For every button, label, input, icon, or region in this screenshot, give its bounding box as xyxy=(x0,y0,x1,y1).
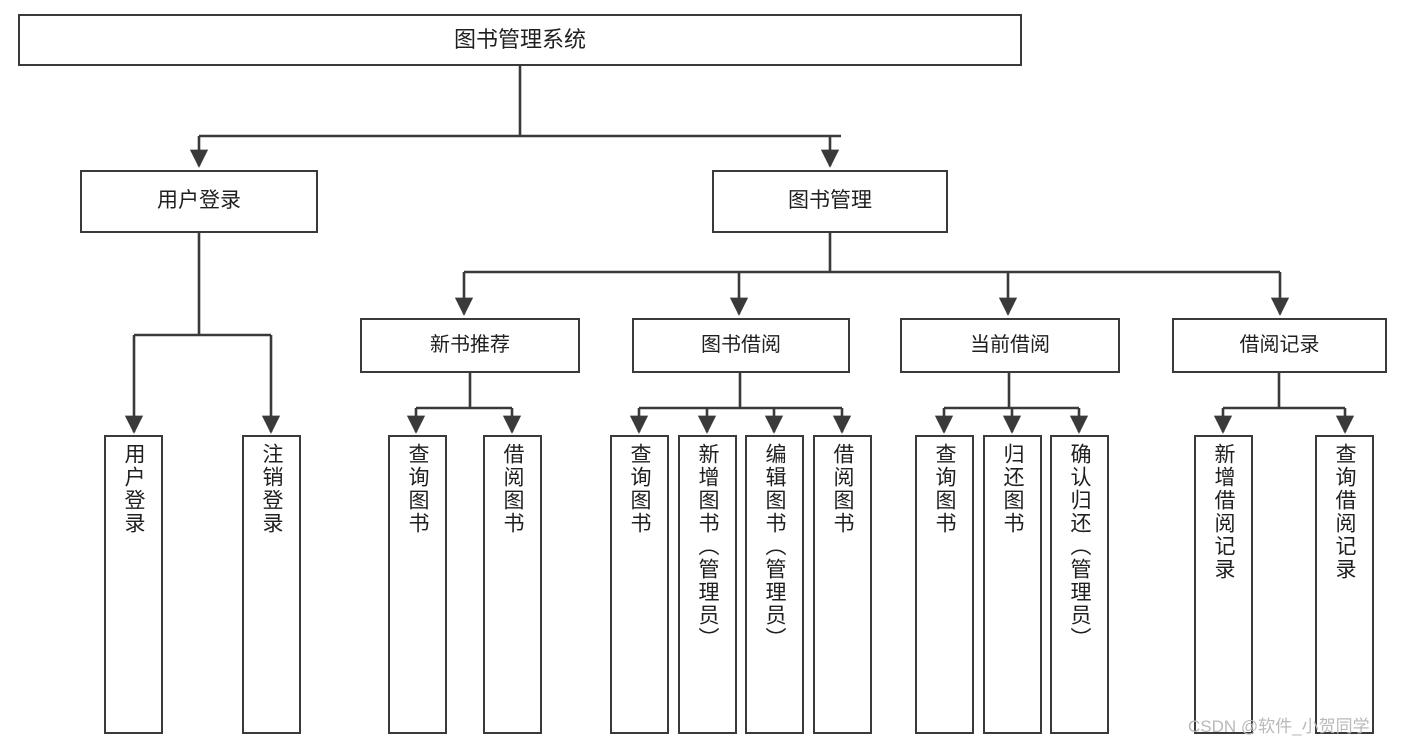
node-label: 确认归还（管理员） xyxy=(1068,443,1091,650)
leaf-add-book-admin[interactable]: 新增图书（管理员） xyxy=(678,435,737,734)
node-label: 编辑图书（管理员） xyxy=(763,443,786,650)
leaf-borrow-book[interactable]: 借阅图书 xyxy=(813,435,872,734)
node-label: 新书推荐 xyxy=(430,334,510,356)
node-current-borrow[interactable]: 当前借阅 xyxy=(900,318,1120,373)
node-label: 查询图书 xyxy=(628,443,651,535)
node-label: 图书管理 xyxy=(788,189,872,213)
leaf-user-login[interactable]: 用户登录 xyxy=(104,435,163,734)
node-label: 当前借阅 xyxy=(970,334,1050,356)
node-label: 新增借阅记录 xyxy=(1212,443,1235,581)
leaf-logout-login[interactable]: 注销登录 xyxy=(242,435,301,734)
node-root-system[interactable]: 图书管理系统 xyxy=(18,14,1022,66)
node-label: 新增图书（管理员） xyxy=(696,443,719,650)
node-user-login[interactable]: 用户登录 xyxy=(80,170,318,233)
node-label: 注销登录 xyxy=(260,443,283,535)
node-book-borrow[interactable]: 图书借阅 xyxy=(632,318,850,373)
node-label: 查询借阅记录 xyxy=(1333,443,1356,581)
leaf-query-book-current[interactable]: 查询图书 xyxy=(915,435,974,734)
leaf-edit-book-admin[interactable]: 编辑图书（管理员） xyxy=(745,435,804,734)
node-label: 用户登录 xyxy=(157,189,241,213)
node-label: 图书管理系统 xyxy=(453,27,586,53)
node-label: 借阅图书 xyxy=(831,443,854,535)
leaf-return-book[interactable]: 归还图书 xyxy=(983,435,1042,734)
node-label: 借阅记录 xyxy=(1239,334,1320,356)
node-label: 用户登录 xyxy=(122,443,145,535)
node-label: 图书借阅 xyxy=(701,334,781,356)
node-label: 查询图书 xyxy=(933,443,956,535)
node-label: 归还图书 xyxy=(1001,443,1024,535)
node-new-book-recommend[interactable]: 新书推荐 xyxy=(360,318,580,373)
leaf-add-borrow-record[interactable]: 新增借阅记录 xyxy=(1194,435,1253,734)
leaf-query-borrow-record[interactable]: 查询借阅记录 xyxy=(1315,435,1374,734)
node-label: 借阅图书 xyxy=(501,443,524,535)
leaf-borrow-book-recommend[interactable]: 借阅图书 xyxy=(483,435,542,734)
node-label: 查询图书 xyxy=(406,443,429,535)
leaf-query-book-recommend[interactable]: 查询图书 xyxy=(388,435,447,734)
leaf-confirm-return-admin[interactable]: 确认归还（管理员） xyxy=(1050,435,1109,734)
node-borrow-record[interactable]: 借阅记录 xyxy=(1172,318,1387,373)
node-book-management[interactable]: 图书管理 xyxy=(712,170,948,233)
watermark: CSDN @软件_小贺同学 xyxy=(1188,717,1370,736)
leaf-query-book-borrow[interactable]: 查询图书 xyxy=(610,435,669,734)
